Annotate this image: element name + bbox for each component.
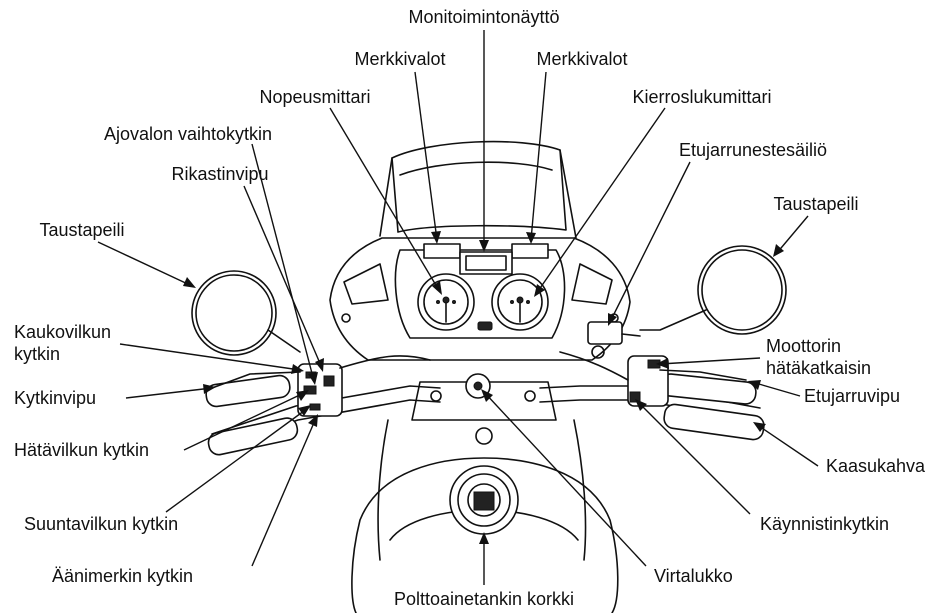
label-nopeusmittari: Nopeusmittari	[259, 87, 370, 107]
speedometer	[418, 274, 474, 330]
label-polttoainetankin-korkki: Polttoainetankin korkki	[394, 589, 574, 609]
label-merkkivalot-right: Merkkivalot	[536, 49, 627, 69]
label-virtalukko: Virtalukko	[654, 566, 733, 586]
label-kytkinvipu: Kytkinvipu	[14, 388, 96, 408]
right-indicator-panel	[512, 244, 548, 258]
label-kierroslukumittari: Kierroslukumittari	[632, 87, 771, 107]
label-kaukovilkun-line2: kytkin	[14, 344, 60, 364]
front-brake-reservoir	[588, 322, 640, 358]
label-etujarrunestesailio: Etujarrunestesäiliö	[679, 140, 827, 160]
label-taustapeili-right: Taustapeili	[773, 194, 858, 214]
label-merkkivalot-left: Merkkivalot	[354, 49, 445, 69]
left-indicator-panel	[424, 244, 460, 258]
label-hatavilkun-kytkin: Hätävilkun kytkin	[14, 440, 149, 460]
label-rikastinvipu: Rikastinvipu	[171, 164, 268, 184]
motorcycle-drawing	[192, 142, 786, 613]
label-kaukovilkun-line1: Kaukovilkun	[14, 322, 111, 342]
label-suuntavilkun-kytkin: Suuntavilkun kytkin	[24, 514, 178, 534]
label-kaynnistinkytkin: Käynnistinkytkin	[760, 514, 889, 534]
tachometer	[492, 274, 548, 330]
label-moottorin-line1: Moottorin	[766, 336, 841, 356]
label-etujarruvipu: Etujarruvipu	[804, 386, 900, 406]
label-monitoimintonaytto: Monitoimintonäyttö	[408, 7, 559, 27]
label-moottorin-line2: hätäkatkaisin	[766, 358, 871, 378]
right-mirror	[640, 246, 786, 334]
left-mirror	[192, 271, 300, 355]
label-aanimerkin-kytkin: Äänimerkin kytkin	[52, 566, 193, 586]
label-taustapeili-left: Taustapeili	[39, 220, 124, 240]
label-ajovalon-vaihtokytkin: Ajovalon vaihtokytkin	[104, 124, 272, 144]
label-kaasukahva: Kaasukahva	[826, 456, 926, 476]
fuel-cap	[450, 466, 518, 534]
windscreen	[392, 142, 566, 232]
